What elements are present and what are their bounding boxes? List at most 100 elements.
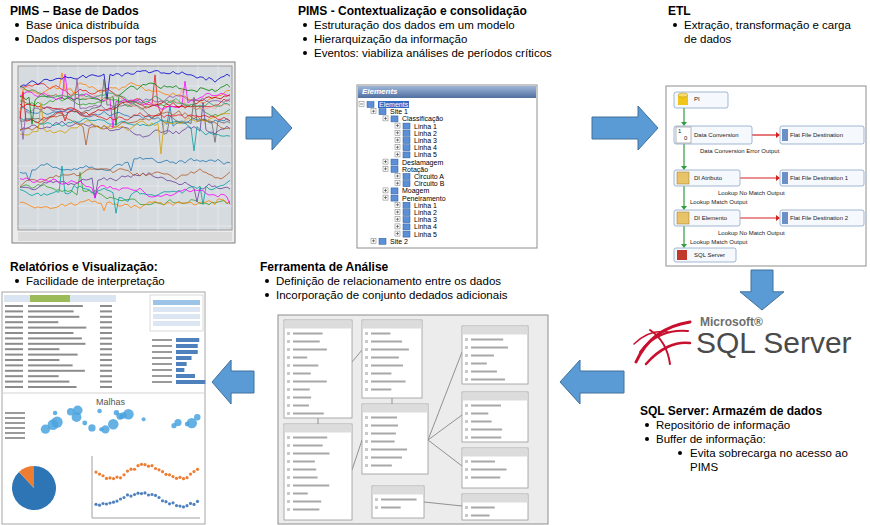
field-icon	[287, 436, 290, 439]
series-point	[154, 494, 157, 497]
table-header	[373, 487, 424, 495]
field-icon	[287, 484, 290, 487]
expander-mark	[397, 175, 398, 178]
field-icon	[365, 456, 368, 459]
field-row	[293, 485, 329, 487]
expander-mark	[396, 226, 399, 227]
etl-flow	[666, 86, 866, 266]
field-icon	[287, 412, 290, 415]
sheet-cell	[5, 321, 23, 323]
field-row	[293, 509, 319, 511]
field-row	[471, 363, 487, 365]
chart-grid	[18, 66, 232, 230]
etl-label: DI Atributo	[694, 175, 722, 181]
expander-mark	[373, 239, 374, 242]
field-row	[293, 365, 318, 367]
series-point	[189, 472, 192, 475]
field-row	[293, 333, 323, 335]
report-view	[2, 292, 205, 524]
expander	[395, 130, 400, 135]
series-point	[147, 465, 150, 468]
field-row	[471, 379, 505, 381]
element-icon	[403, 123, 410, 129]
chart-lines	[20, 71, 230, 214]
element-icon	[403, 130, 410, 136]
field-row	[471, 515, 490, 517]
field-icon	[287, 508, 290, 511]
tree-item: Linha 5	[414, 231, 437, 238]
sheet-cell	[28, 375, 59, 377]
illustration-part	[677, 250, 687, 260]
series-point	[164, 473, 167, 476]
field-icon	[287, 340, 290, 343]
series-point	[126, 469, 129, 472]
series-point	[192, 503, 195, 506]
sheet-cell	[28, 332, 73, 334]
field-icon	[365, 464, 368, 467]
element-icon	[391, 116, 398, 122]
scatter-point	[82, 420, 87, 425]
element-icon	[379, 238, 386, 244]
stage-heading: ETL	[668, 4, 864, 18]
table-header	[285, 425, 352, 433]
element-icon	[403, 210, 410, 216]
field-row	[371, 465, 392, 467]
field-icon	[375, 506, 378, 509]
illustration-part	[683, 226, 684, 245]
expander-mark	[384, 197, 387, 198]
etl-label: Data Conversion Error Output	[700, 148, 779, 154]
grid-line	[18, 226, 232, 227]
expander	[371, 238, 376, 243]
illustration-part	[18, 66, 232, 230]
series-point	[101, 474, 104, 477]
field-icon	[287, 460, 290, 463]
illustration-part	[740, 177, 776, 178]
bar	[176, 368, 184, 372]
field-row	[293, 453, 330, 455]
stage-heading: Relatórios e Visualização:	[10, 260, 204, 274]
series-point	[196, 468, 199, 471]
table-box	[462, 392, 528, 442]
block-arrow	[592, 106, 658, 150]
sheet-cell	[28, 364, 73, 366]
illustration-part	[18, 232, 232, 241]
sheet-cell	[5, 316, 23, 318]
field-row	[293, 397, 311, 399]
expander-mark	[396, 233, 399, 234]
sheet-cell	[5, 348, 23, 350]
sheet-cell	[28, 343, 85, 345]
expander-mark	[396, 212, 399, 213]
field-icon	[287, 476, 290, 479]
series-point	[94, 470, 97, 473]
bullet-text: Buffer de informação:	[640, 432, 864, 446]
element-icon	[403, 174, 410, 180]
field-icon	[465, 378, 468, 381]
series-point	[140, 463, 143, 466]
series-point	[150, 464, 153, 467]
illustration-part	[782, 212, 788, 224]
field-icon	[365, 380, 368, 383]
legend-line	[5, 432, 25, 434]
sheet-cell	[28, 327, 86, 329]
expander-mark	[385, 167, 386, 170]
expander-mark	[397, 225, 398, 228]
sheet-cell	[28, 354, 78, 356]
illustration-part	[776, 215, 780, 221]
scatter-point	[88, 424, 95, 431]
illustration-part	[780, 170, 864, 186]
field-icon	[465, 346, 468, 349]
sheet-cell	[5, 381, 23, 383]
illustration-part	[782, 172, 788, 184]
bar-label	[152, 357, 172, 359]
etl-label: Flat File Destination 2	[790, 215, 848, 221]
field-row	[371, 333, 390, 335]
field-row	[471, 413, 488, 415]
field-row	[371, 381, 406, 383]
legend-line	[5, 427, 25, 429]
bullet-text: Evita sobrecarga no acesso ao PIMS	[640, 446, 864, 474]
stage-group: PIMS - Contextualização e consolidaçãoEs…	[296, 2, 588, 248]
illustration-part	[674, 126, 752, 144]
series-point	[185, 476, 188, 479]
sheet-cell	[5, 327, 23, 329]
